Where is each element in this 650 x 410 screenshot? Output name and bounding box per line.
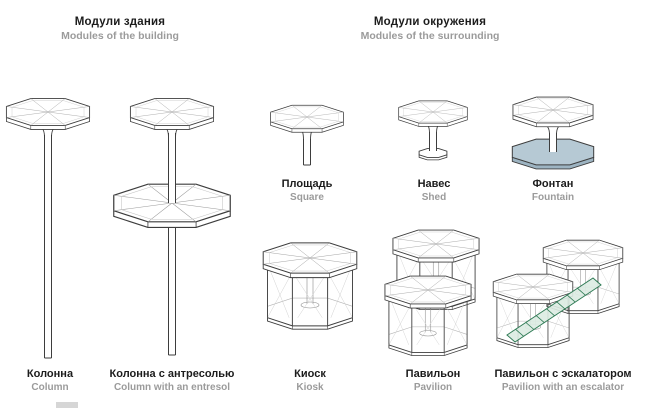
escalator-steps bbox=[515, 287, 586, 337]
pavilion-escalator-label-ru: Павильон с эскалатором bbox=[494, 368, 632, 380]
scale-mark bbox=[56, 402, 78, 408]
column-entresol-illustration bbox=[113, 98, 231, 356]
column-illustration bbox=[5, 98, 91, 359]
fountain-illustration bbox=[511, 96, 595, 170]
pavilion-escalator-illustration bbox=[475, 235, 650, 365]
square-label: Площадь Square bbox=[282, 178, 333, 203]
surrounding-title-en: Modules of the surrounding bbox=[360, 30, 500, 42]
kiosk-label-ru: Киоск bbox=[294, 368, 326, 380]
column-entresol-label-ru: Колонна с антресолью bbox=[109, 368, 235, 380]
building-title-en: Modules of the building bbox=[61, 30, 179, 42]
fountain-label-ru: Фонтан bbox=[532, 178, 574, 190]
shed-label: Навес Shed bbox=[418, 178, 451, 203]
pavilion-label-en: Pavilion bbox=[413, 382, 453, 393]
shed-base bbox=[418, 148, 448, 158]
column-label-en: Column bbox=[31, 382, 69, 393]
pavilion-escalator-label-en: Pavilion with an escalator bbox=[501, 382, 625, 393]
pavilion-label: Павильон Pavilion bbox=[406, 368, 461, 393]
surrounding-section-header: Модули окружения Modules of the surround… bbox=[361, 16, 500, 42]
fountain-label: Фонтан Fountain bbox=[532, 178, 574, 203]
pavilion-escalator-label: Павильон с эскалатором Pavilion with an … bbox=[494, 368, 631, 393]
square-illustration bbox=[270, 104, 344, 166]
fountain-label-en: Fountain bbox=[531, 192, 575, 203]
pavilion-label-ru: Павильон bbox=[405, 368, 461, 380]
shed-illustration bbox=[398, 100, 468, 161]
column-entresol-label-en: Column with an entresol bbox=[113, 382, 231, 393]
building-section-header: Модули здания Modules of the building bbox=[61, 16, 179, 42]
kiosk-illustration bbox=[250, 238, 370, 348]
column-label: Колонна Column bbox=[27, 368, 73, 393]
column-label-ru: Колонна bbox=[26, 368, 74, 380]
square-label-ru: Площадь bbox=[281, 178, 333, 190]
building-title-ru: Модули здания bbox=[74, 16, 166, 28]
surrounding-title-ru: Модули окружения bbox=[373, 16, 487, 28]
kiosk-label: Киоск Kiosk bbox=[294, 368, 326, 393]
column-entresol-label: Колонна с антресолью Column with an entr… bbox=[110, 368, 235, 393]
shed-label-en: Shed bbox=[421, 192, 447, 203]
square-label-en: Square bbox=[290, 192, 324, 203]
shed-label-ru: Навес bbox=[417, 178, 451, 190]
kiosk-label-en: Kiosk bbox=[296, 382, 324, 393]
